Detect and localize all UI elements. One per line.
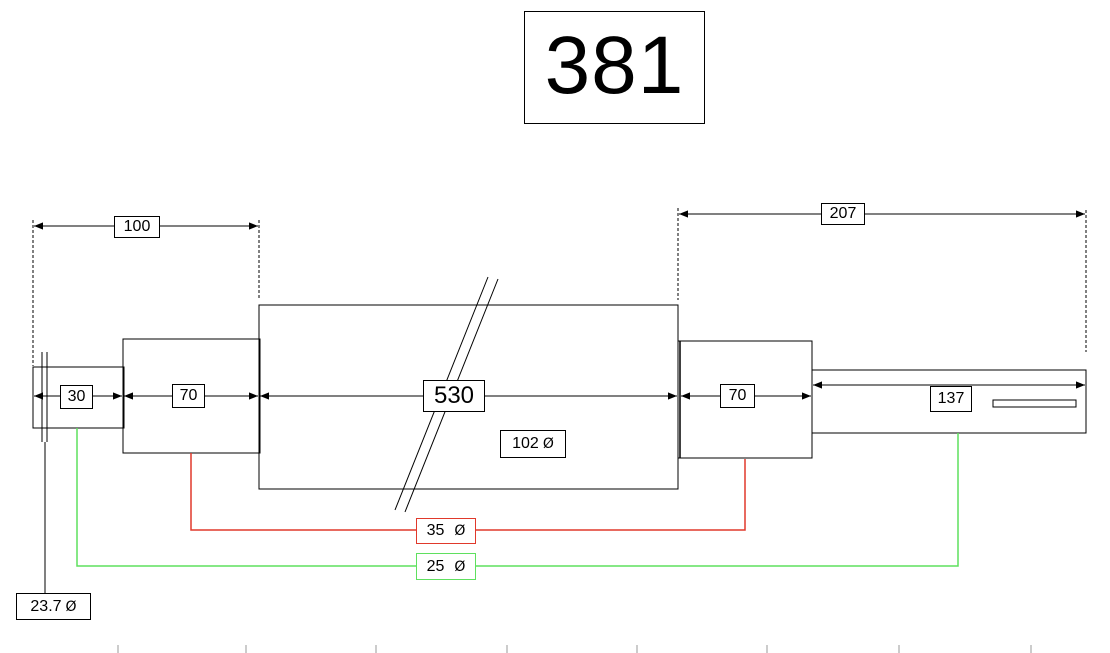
bearing-link-line (190, 453, 416, 531)
dim-label-right-span: 207 (821, 203, 865, 225)
dim-label-right: 70 (720, 384, 755, 408)
dim-label-end-right: 137 (930, 386, 972, 412)
diameter-symbol: Ø (454, 559, 466, 575)
diameter-value: 102 (512, 435, 539, 452)
diameter-label-bearing: 35 Ø (416, 518, 476, 544)
diameter-symbol: Ø (542, 436, 554, 452)
shaft-end-link-line (76, 428, 416, 567)
bearing-link-line (476, 459, 746, 531)
diameter-label-shaft-end: 25 Ø (416, 553, 476, 580)
dim-label-left: 70 (172, 384, 205, 408)
dim-label-left-span: 100 (114, 216, 160, 238)
keyway-slot (992, 399, 1077, 408)
diameter-value: 25 (426, 558, 445, 575)
dim-label-end-left: 30 (60, 385, 93, 409)
shaft-end-link-line (476, 433, 959, 567)
ruler-ticks (117, 645, 1032, 653)
shaft-end-right (811, 369, 1087, 434)
diameter-value: 23.7 (30, 598, 62, 615)
total-length-box: 381 (524, 11, 705, 124)
diameter-symbol: Ø (65, 599, 77, 615)
diameter-value: 35 (426, 522, 445, 539)
dim-label-center: 530 (423, 380, 485, 412)
diameter-symbol: Ø (454, 523, 466, 539)
